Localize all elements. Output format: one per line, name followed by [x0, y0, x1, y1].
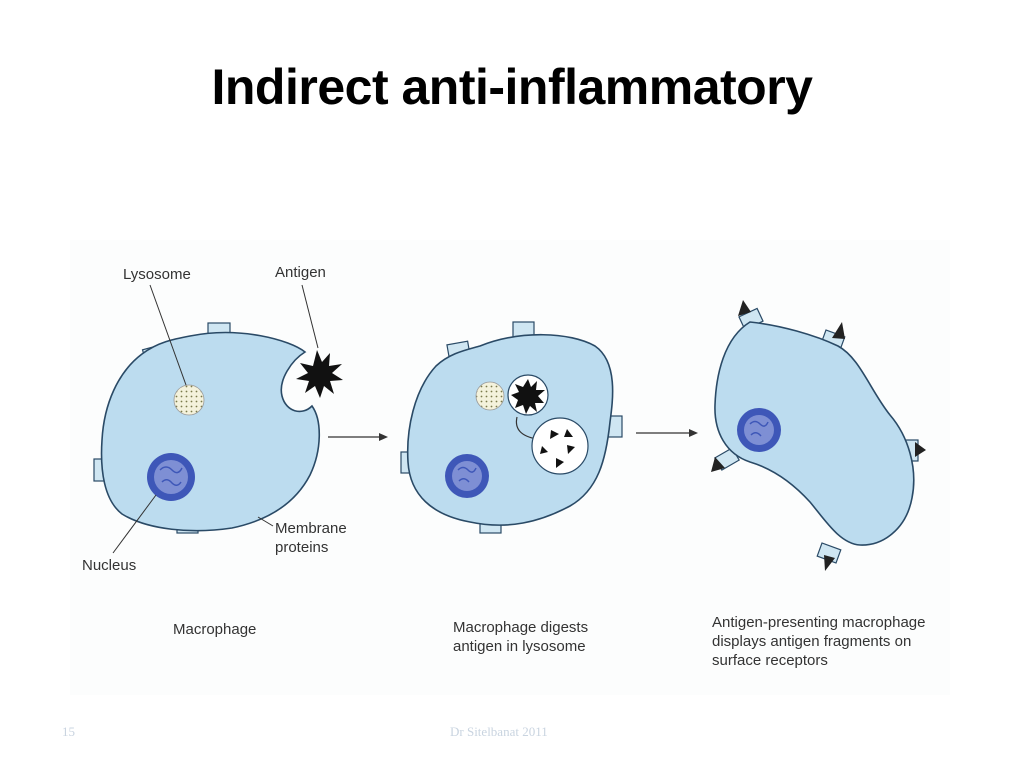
stage3-caption: Antigen-presenting macrophage displays a…	[712, 614, 926, 669]
macrophage-cell	[100, 331, 321, 532]
antigen-label: Antigen	[275, 264, 326, 281]
antigen-leader	[301, 284, 319, 349]
stage2-caption: Macrophage digests antigen in lysosome	[453, 619, 589, 655]
presented-antigen-fragment	[738, 300, 751, 316]
antigen-presenting-cell	[714, 321, 915, 546]
lysosome	[173, 384, 205, 416]
slide-title: Indirect anti-inflammatory	[211, 59, 814, 115]
arrow-icon	[328, 433, 388, 441]
antigen-fragment	[564, 429, 573, 437]
footer-text: Dr Sitelbanat 2011	[450, 724, 548, 739]
antigen-icon	[296, 350, 343, 398]
macrophage-diagram: Lysosome Antigen Nucleus Membrane protei…	[70, 240, 950, 695]
antigen-fragment	[540, 446, 548, 454]
presented-antigen-fragment	[915, 442, 926, 457]
antigen-fragment	[550, 430, 559, 439]
diagram-canvas	[93, 284, 926, 571]
membrane-leader	[257, 516, 274, 527]
digestive-vacuole	[531, 417, 589, 475]
stage2-cell-group	[400, 321, 623, 534]
antigen-icon	[511, 379, 545, 414]
nucleus-label: Nucleus	[82, 557, 137, 574]
chromatin	[749, 420, 769, 437]
lysosome-label: Lysosome	[123, 266, 191, 283]
nucleus-leader	[112, 494, 157, 554]
nucleus-inner	[154, 460, 188, 494]
presented-antigen-fragment	[832, 322, 845, 339]
slide-number: 15	[62, 724, 75, 739]
lysosome-leader	[149, 284, 187, 386]
presented-antigen-fragment	[711, 457, 725, 472]
chromatin	[457, 466, 477, 483]
antigen-fragment	[556, 458, 564, 468]
lysosome	[475, 381, 505, 411]
presented-antigen-fragment	[824, 555, 835, 571]
nucleus-inner	[452, 461, 482, 491]
stage1-caption: Macrophage	[173, 621, 257, 638]
nucleus-inner	[744, 415, 774, 445]
arrow-icon	[636, 429, 698, 437]
stage3-cell-group	[711, 300, 926, 571]
stage1-cell-group	[93, 284, 343, 554]
chromatin	[159, 466, 183, 486]
antigen-fragment	[567, 445, 575, 454]
membrane-proteins-label: Membrane proteins	[275, 520, 347, 556]
